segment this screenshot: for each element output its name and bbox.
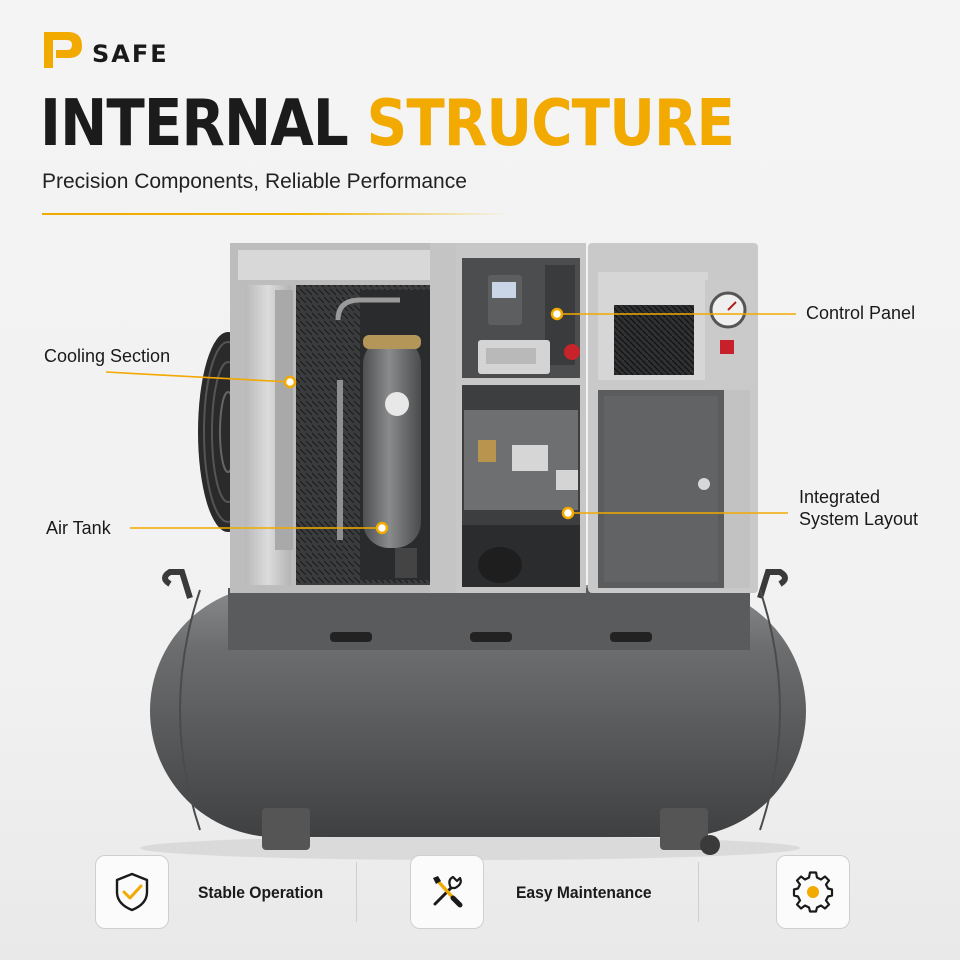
page-subtitle: Precision Components, Reliable Performan… [42,170,467,193]
electrical-cabinet [456,243,586,593]
callout-integrated-line2: System Layout [799,509,919,529]
feature-divider [356,862,357,922]
feature-maintenance-label: Easy Maintenance [516,883,652,902]
brand-mark-icon [44,32,82,68]
brand-name: SAFE [92,40,169,68]
shield-check-icon [115,872,149,912]
callout-integrated-system: Integrated System Layout [799,486,918,530]
cooling-cabinet [230,243,456,593]
feature-stable-icon-box [95,855,169,929]
control-cabinet [588,243,758,593]
feature-strip: Stable Operation Easy Maintenance [0,852,960,932]
callout-air-tank: Air Tank [46,518,111,538]
title-underline [42,213,512,215]
callout-cooling-section: Cooling Section [44,346,171,366]
title-dark-word: INTERNAL [40,87,349,161]
gear-icon [792,871,834,913]
feature-divider [698,862,699,922]
feature-maintenance-icon-box [410,855,484,929]
page-title: INTERNAL STRUCTURE [40,86,735,162]
callout-integrated-line1: Integrated [799,487,881,507]
feature-gear-icon-box [776,855,850,929]
feature-stable-label: Stable Operation [198,883,324,902]
callout-control-panel: Control Panel [806,303,916,323]
callout-leaders [105,307,796,535]
title-accent-word: STRUCTURE [366,87,735,161]
tools-icon [433,875,463,908]
brand-logo: SAFE [42,28,169,68]
